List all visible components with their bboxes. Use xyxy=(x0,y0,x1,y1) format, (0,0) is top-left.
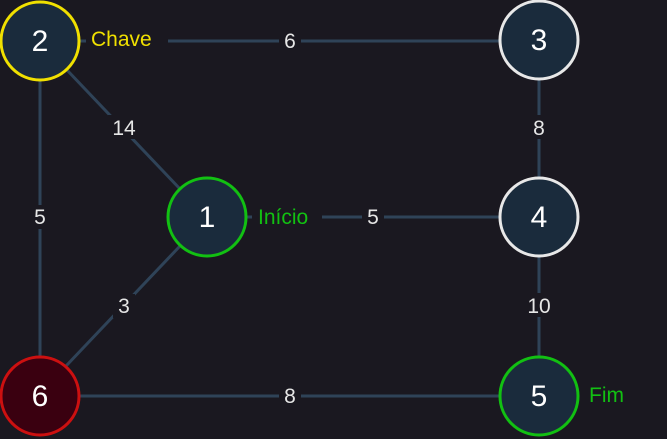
nodes: 2 3 1 4 6 5 xyxy=(0,0,580,437)
node-4[interactable]: 4 xyxy=(498,176,580,258)
edge-weight-knockout xyxy=(523,293,555,317)
node-circle xyxy=(498,355,580,437)
edge-weight-1-4: 5 xyxy=(367,206,379,229)
node-label: 5 xyxy=(531,380,548,413)
node-circle xyxy=(166,176,248,258)
edge-weight-knockout xyxy=(108,115,140,139)
edge-weight-4-5: 10 xyxy=(527,295,550,318)
tag-key: Chave xyxy=(91,28,152,51)
node-circle xyxy=(0,0,81,82)
node-label: 1 xyxy=(199,201,216,234)
node-5[interactable]: 5 xyxy=(498,355,580,437)
node-1[interactable]: 1 xyxy=(166,176,248,258)
node-2[interactable]: 2 xyxy=(0,0,81,82)
node-circle xyxy=(498,176,580,258)
node-label: 6 xyxy=(32,380,49,413)
edge-weight-knockout xyxy=(362,205,384,229)
tag-start: Início xyxy=(258,206,308,229)
edge-weight-2-3: 6 xyxy=(284,30,296,53)
edge-weight-knockout xyxy=(29,205,51,229)
tag-knockout xyxy=(252,203,322,231)
edge-weight-3-4: 8 xyxy=(533,117,545,140)
edge-weight-knockout xyxy=(279,384,301,408)
node-3[interactable]: 3 xyxy=(498,0,580,81)
edge-weight-knockout xyxy=(528,115,550,139)
node-6[interactable]: 6 xyxy=(0,355,81,437)
edge-weight-2-1: 14 xyxy=(112,117,136,140)
node-circle xyxy=(498,0,580,81)
node-label: 2 xyxy=(32,25,49,58)
tag-end: Fim xyxy=(589,384,624,407)
edge-weight-knockout xyxy=(113,294,135,318)
edge-weights: 6 14 5 8 5 3 10 8 xyxy=(29,29,555,408)
tag-knockout xyxy=(86,27,168,55)
node-label: 4 xyxy=(531,201,548,234)
node-tags: Chave Início Fim xyxy=(86,27,624,407)
node-circle xyxy=(0,355,81,437)
node-label: 3 xyxy=(531,24,548,57)
edge-weight-1-6: 3 xyxy=(118,295,130,318)
edge-weight-2-6: 5 xyxy=(34,206,46,229)
edge-weight-6-5: 8 xyxy=(284,385,296,408)
edge-weight-knockout xyxy=(279,29,301,53)
